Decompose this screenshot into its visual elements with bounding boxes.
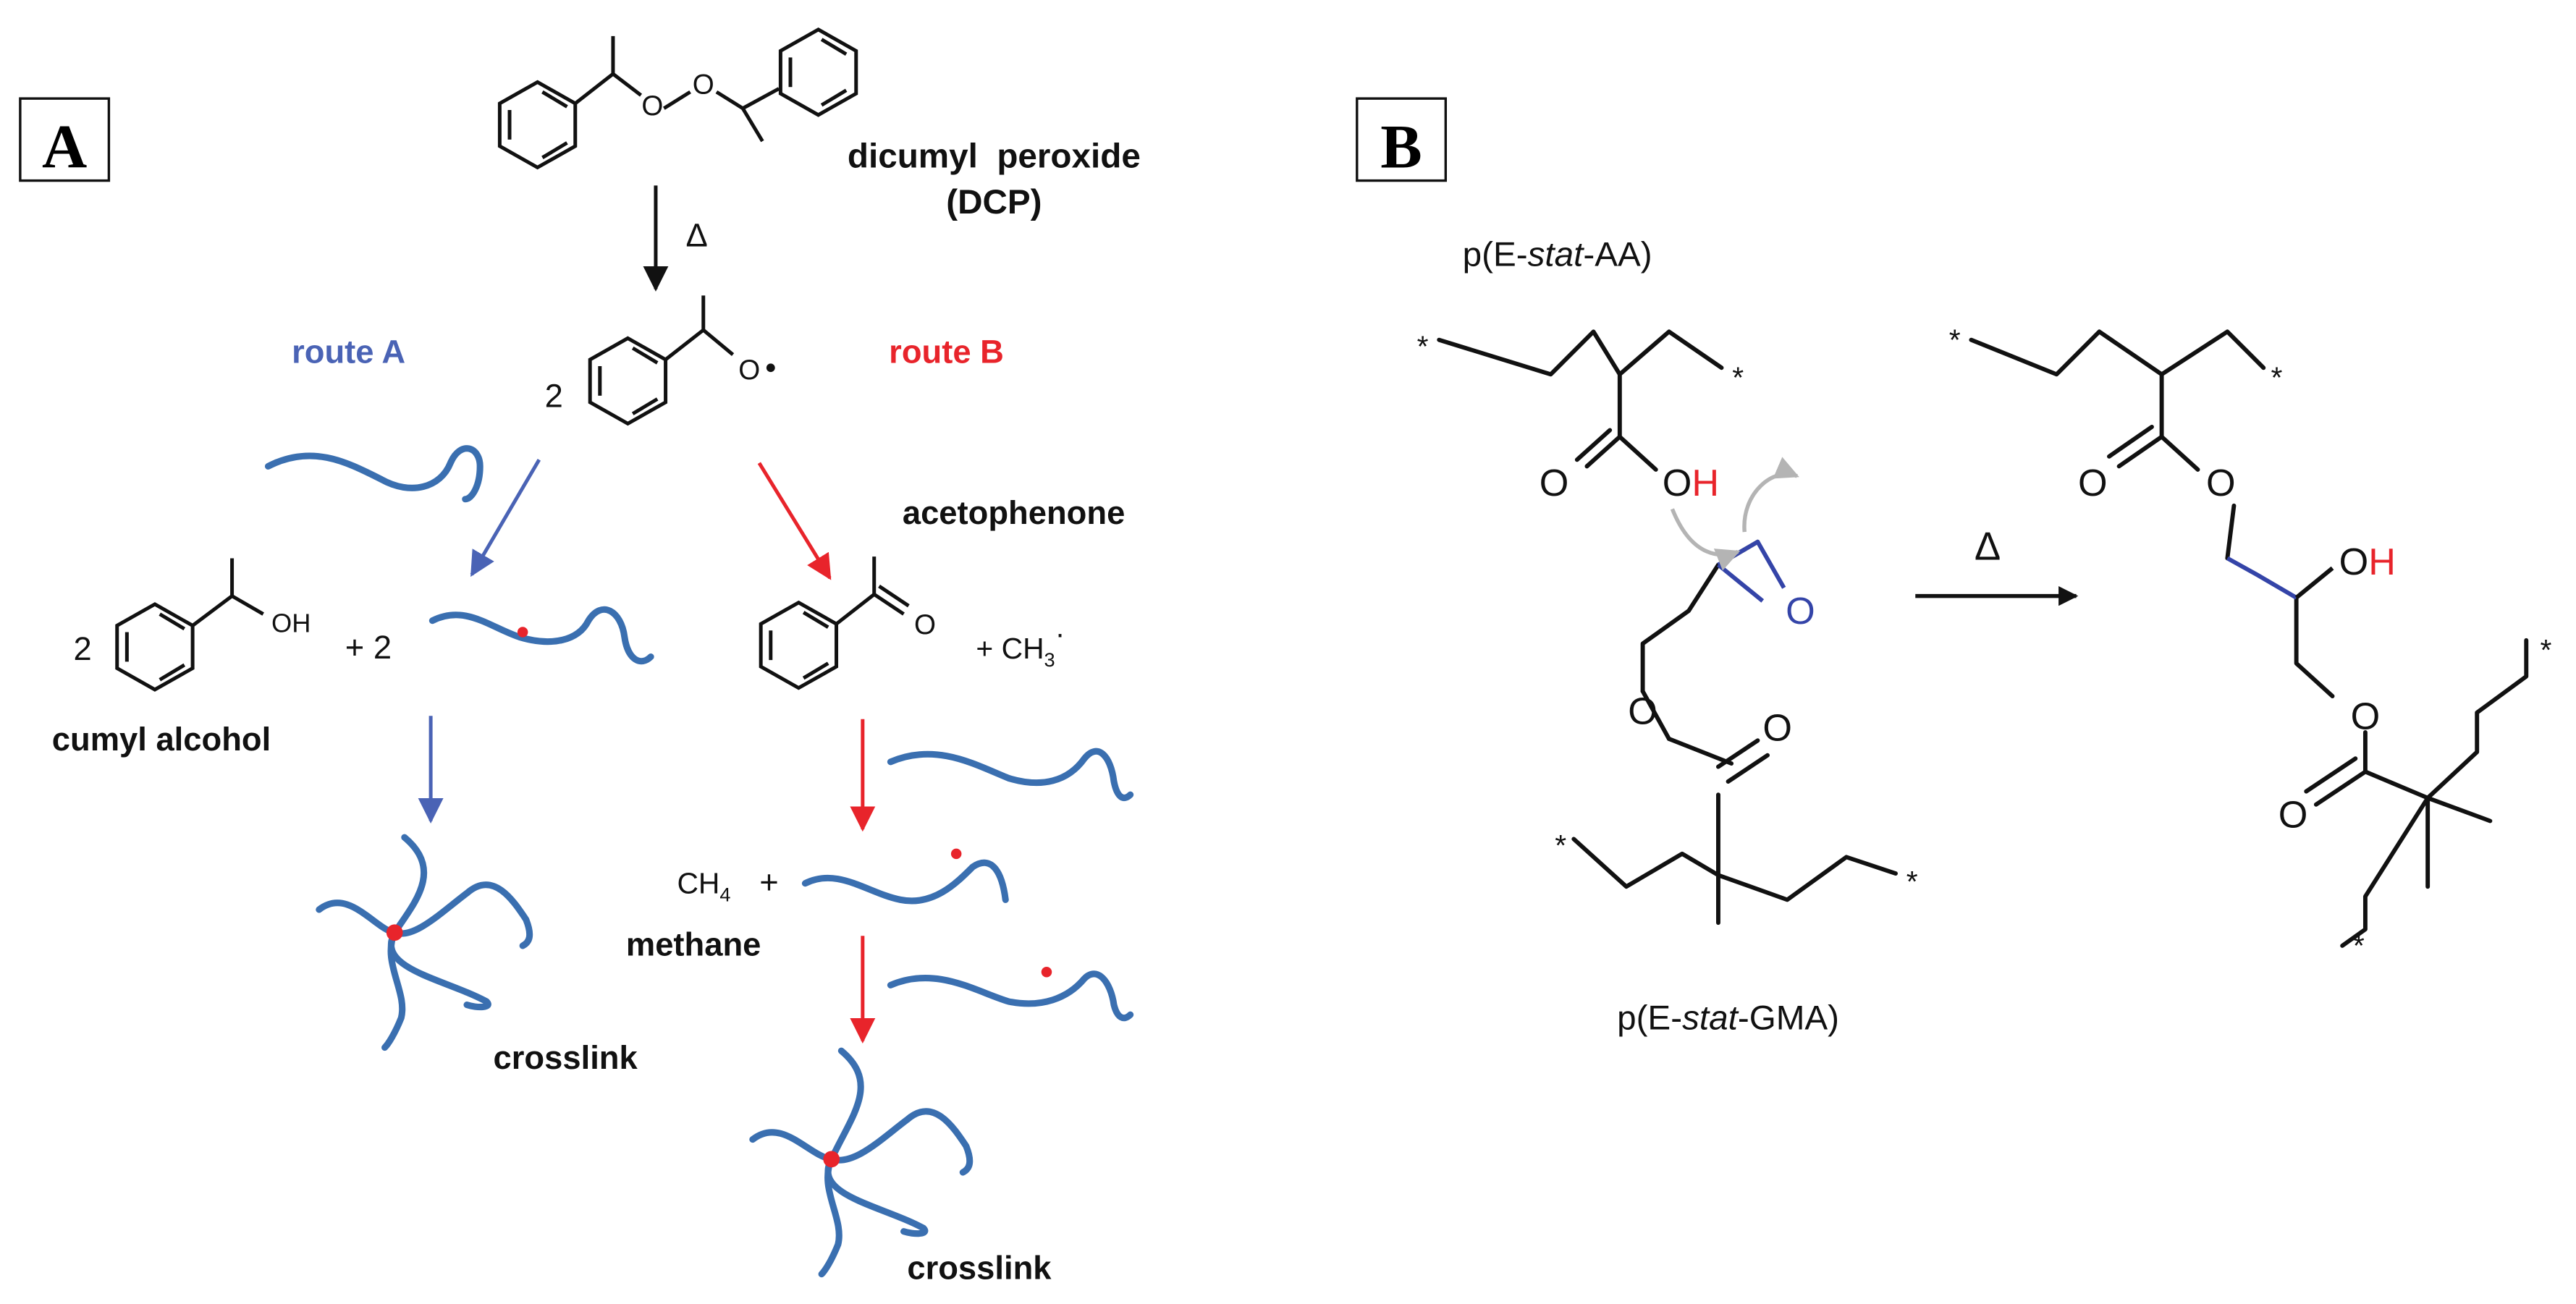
radical-dot-icon <box>950 848 962 860</box>
methane-label: methane <box>626 926 761 963</box>
cumyl-alcohol-molecule <box>115 558 264 692</box>
benzene-ring-icon <box>778 27 858 117</box>
polymer-chain-icon <box>801 859 1009 905</box>
product-hydroxyl: OH <box>2339 541 2396 583</box>
product-ester-link <box>2363 797 2430 898</box>
polymer-chain-icon <box>264 445 483 503</box>
dcp-name-line2: (DCP) <box>946 183 1042 221</box>
star-marker: * <box>1949 323 1961 356</box>
dcp-name-line1: dicumyl peroxide <box>848 137 1141 175</box>
polymer-chain-icon <box>749 1108 974 1176</box>
radical-dot-icon <box>517 627 528 638</box>
peroxide-oxygen-2: O <box>693 69 714 100</box>
star-marker: * <box>2271 360 2282 394</box>
polymer-gma-label: p(E-stat-GMA) <box>1617 999 1839 1038</box>
crosslink-b-label: crosslink <box>907 1250 1052 1287</box>
acid-carbonyl-oxygen: O <box>1540 462 1569 504</box>
panel-b-label-box <box>1356 97 1448 182</box>
heat-symbol-a: Δ <box>686 216 708 253</box>
ester-carbonyl-oxygen-left: O <box>1762 707 1792 749</box>
route-a-arrow <box>470 459 541 577</box>
crosslink-a-label: crosslink <box>494 1039 638 1076</box>
product-ester-oxygen-2: O <box>2351 695 2381 737</box>
plus-two: + 2 <box>345 629 392 666</box>
benzene-ring-icon <box>759 600 839 690</box>
star-marker: * <box>1732 360 1744 394</box>
star-marker: * <box>1906 865 1918 898</box>
methane-plus: + <box>759 863 779 900</box>
heat-symbol-b: Δ <box>1975 525 2001 569</box>
product-carbonyl-oxygen-2: O <box>2279 795 2308 837</box>
panel-b-label: B <box>1380 111 1422 181</box>
cumyloxy-radical <box>588 295 735 426</box>
product-ester-oxygen: O <box>2206 462 2236 504</box>
peroxide-oxygen-1: O <box>641 90 663 122</box>
acetophenone-molecule <box>759 556 910 690</box>
product-carbonyl-oxygen: O <box>2078 462 2108 504</box>
electron-push-arrow-1 <box>1742 457 1799 533</box>
star-marker: * <box>1555 829 1566 862</box>
route-b-arrow <box>757 462 832 580</box>
polymer-chain-icon <box>824 1047 929 1237</box>
alcohol-coefficient: 2 <box>73 630 91 667</box>
epoxide-oxygen: O <box>1786 590 1815 632</box>
crosslink-a <box>316 834 533 1051</box>
crosslink-b <box>749 1047 974 1278</box>
polymer-chain-icon <box>387 834 491 1011</box>
polymer-chain-icon <box>818 1156 843 1278</box>
electron-push-arrow-2 <box>1670 508 1741 571</box>
star-marker: * <box>1417 329 1429 363</box>
panel-a-label: A <box>42 111 87 181</box>
coefficient-two: 2 <box>545 378 563 415</box>
epoxide-ring <box>1717 539 1786 603</box>
polymer-chain-icon <box>316 881 533 949</box>
polymer-chain-icon <box>887 970 1134 1022</box>
polymer-chain-icon <box>428 606 654 665</box>
methyl-radical: + CH3· <box>976 617 1065 671</box>
acid-gma-reactants <box>1437 329 1898 926</box>
acetophenone-label: acetophenone <box>903 494 1125 531</box>
acid-hydroxyl: OH <box>1663 462 1719 504</box>
polymer-aa-label: p(E-stat-AA) <box>1463 236 1652 274</box>
route-a-label: route A <box>292 333 405 370</box>
polymer-chain-icon <box>887 748 1134 801</box>
crosslink-point <box>386 924 403 941</box>
panel-b: B p(E-stat-AA) O * <box>1356 97 2552 1038</box>
crosslink-point <box>823 1151 840 1168</box>
panel-a-label-box <box>19 97 111 182</box>
methane-formula: CH4 <box>677 866 730 905</box>
dcp-molecule <box>497 27 858 170</box>
panel-a: A O O dicumyl peroxide (DCP) Δ 2 <box>19 27 1141 1287</box>
star-marker: * <box>2353 929 2365 962</box>
product-oh-bond <box>2294 566 2334 600</box>
star-marker: * <box>2541 633 2552 666</box>
radical-dot-icon <box>1041 966 1052 978</box>
carbonyl-oxygen: O <box>914 609 936 640</box>
hydroxyl-label: OH <box>271 609 311 638</box>
ester-oxygen-left: O <box>1628 691 1657 733</box>
opened-epoxide-linker <box>2226 556 2298 600</box>
polymer-chains <box>264 445 1134 1022</box>
cumyl-alcohol-label: cumyl alcohol <box>52 721 271 758</box>
polymer-chain-icon <box>381 929 406 1051</box>
radical-dot-icon <box>766 363 775 373</box>
crosslinked-product <box>1969 329 2529 948</box>
radical-oxygen: O <box>738 355 760 386</box>
route-b-label: route B <box>889 333 1004 370</box>
